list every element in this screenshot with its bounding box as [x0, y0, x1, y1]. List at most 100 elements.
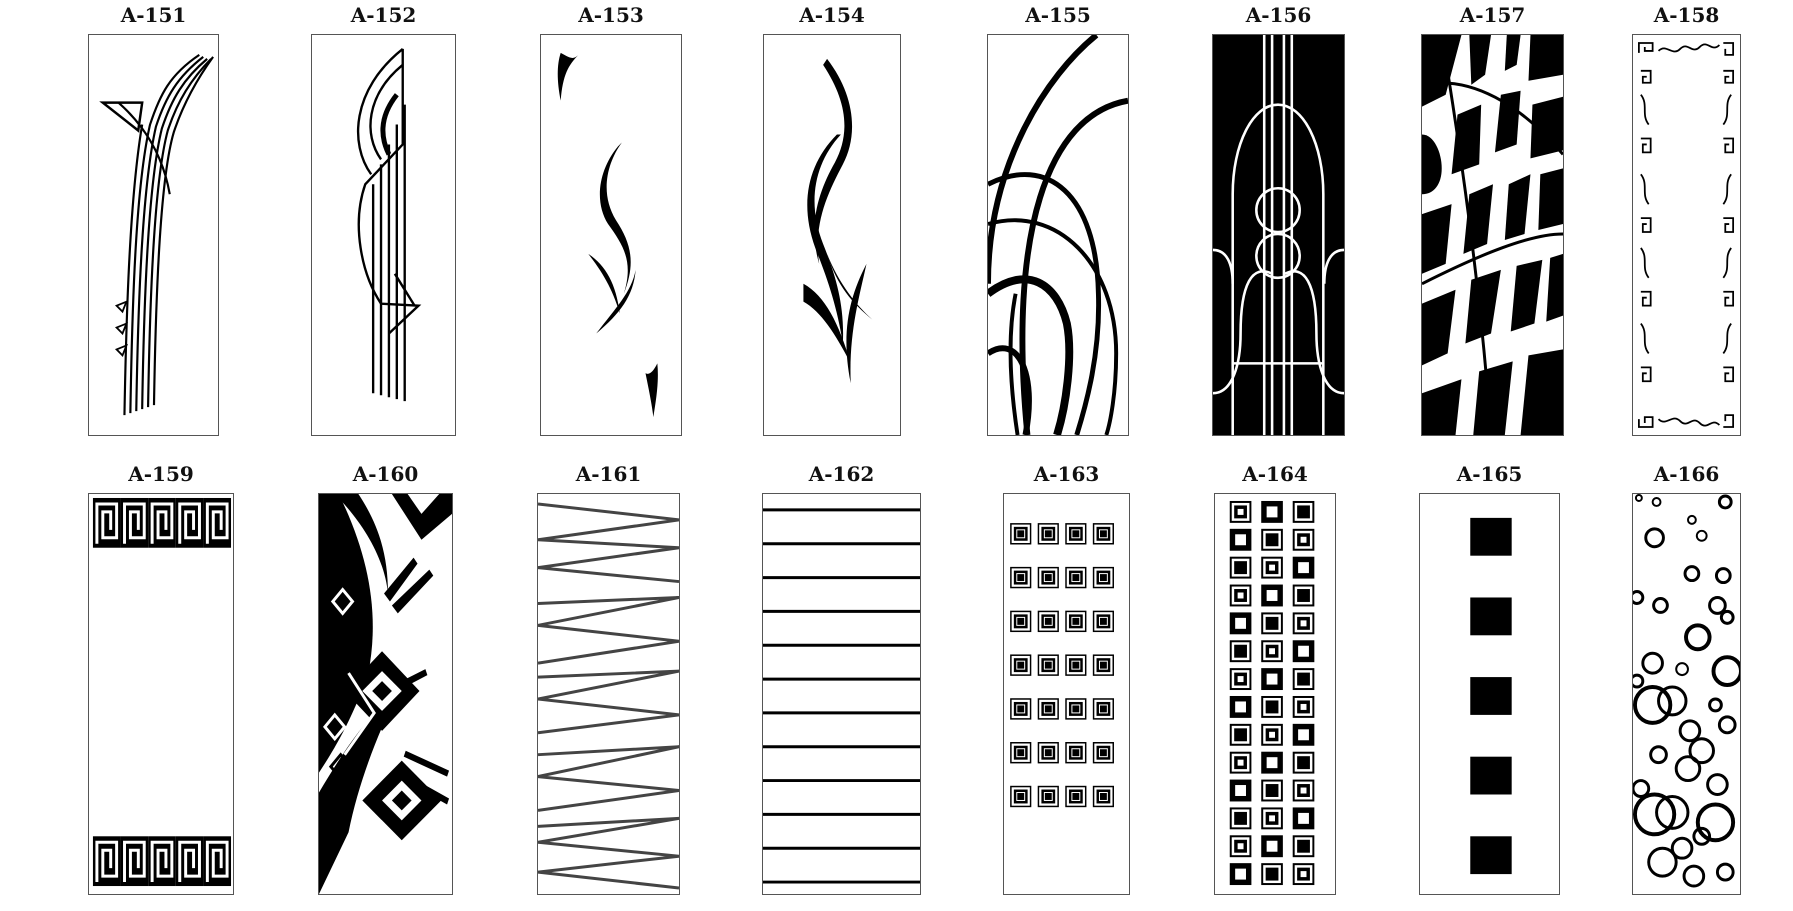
nested-square: [1261, 723, 1283, 746]
panel-label: A-165: [1456, 462, 1523, 486]
panel-card-a156[interactable]: A-156: [1212, 4, 1345, 436]
panel-card-a153[interactable]: A-153: [540, 4, 682, 436]
grid-square: [1065, 654, 1087, 676]
panel-label: A-164: [1242, 462, 1308, 486]
panel-card-a158[interactable]: A-158: [1632, 4, 1741, 436]
grid-square: [1010, 785, 1032, 808]
panel-image[interactable]: [1003, 493, 1130, 895]
nested-square: [1261, 640, 1283, 663]
panel-image[interactable]: [763, 34, 901, 436]
panel-image[interactable]: [88, 493, 234, 895]
grid-square: [1010, 698, 1032, 720]
grid-square: [1037, 566, 1059, 589]
panel-card-a160[interactable]: A-160: [318, 463, 453, 895]
panel-image[interactable]: [88, 34, 219, 436]
panel-image[interactable]: [1214, 493, 1336, 895]
panel-image[interactable]: [1421, 34, 1564, 436]
pin-stripes-pattern: [356, 47, 422, 402]
panel-image[interactable]: [1212, 34, 1345, 436]
panel-card-a163[interactable]: A-163: [1003, 463, 1130, 895]
nested-square: [1229, 500, 1252, 523]
grid-square: [1010, 523, 1032, 545]
panel-image[interactable]: [1632, 34, 1741, 436]
panel-image[interactable]: [1419, 493, 1560, 895]
panel-card-a165[interactable]: A-165: [1419, 463, 1560, 895]
nested-square: [1292, 668, 1315, 691]
grid-square: [1065, 566, 1087, 589]
grid-square: [1010, 654, 1032, 676]
nested-square: [1261, 668, 1283, 691]
grid-square: [1092, 566, 1114, 589]
grid-square: [1037, 742, 1059, 764]
panel-image[interactable]: [537, 493, 680, 895]
nested-square: [1229, 863, 1252, 886]
nested-square: [1292, 807, 1315, 830]
nested-square: [1261, 835, 1283, 858]
grid-square: [1065, 698, 1087, 720]
nested-square: [1229, 779, 1252, 802]
panel-label: A-157: [1459, 3, 1526, 27]
grid-square: [1092, 785, 1114, 808]
grid-square: [1092, 654, 1114, 676]
nested-square: [1229, 723, 1252, 746]
panel-card-a151[interactable]: A-151: [88, 4, 219, 436]
nested-square: [1292, 528, 1315, 551]
panel-label: A-152: [350, 3, 417, 27]
greek-key-top-band: [91, 496, 233, 550]
panel-label: A-154: [799, 3, 865, 27]
nested-square: [1261, 751, 1283, 774]
panel-card-a155[interactable]: A-155: [987, 4, 1129, 436]
grid-square: [1010, 610, 1032, 633]
calligraphic-strokes-pattern: [557, 52, 658, 418]
panel-image[interactable]: [1632, 493, 1741, 895]
nested-square: [1229, 807, 1252, 830]
panel-image[interactable]: [762, 493, 921, 895]
panel-label: A-160: [352, 462, 419, 486]
diamonds-wedges-pattern: [319, 494, 452, 894]
nested-square: [1229, 612, 1252, 635]
nested-square: [1261, 807, 1283, 830]
grid-square: [1037, 610, 1059, 633]
panel-label: A-166: [1653, 462, 1720, 486]
square-grid-pattern: [1010, 523, 1114, 808]
grid-square: [1092, 523, 1114, 545]
panel-label: A-159: [128, 462, 194, 486]
panel-label: A-161: [575, 462, 642, 486]
fan-lines-pattern: [99, 53, 214, 416]
panel-card-a166[interactable]: A-166: [1632, 463, 1741, 895]
panel-image[interactable]: [318, 493, 453, 895]
nested-square: [1261, 695, 1283, 718]
nested-square: [1292, 863, 1315, 886]
nested-square: [1229, 584, 1252, 607]
panel-card-a157[interactable]: A-157: [1421, 4, 1564, 436]
grid-square: [1092, 742, 1114, 764]
panel-card-a152[interactable]: A-152: [311, 4, 456, 436]
panel-image[interactable]: [311, 34, 456, 436]
nested-square: [1261, 779, 1283, 802]
white-arches-pattern: [1213, 35, 1344, 435]
panel-card-a159[interactable]: A-159: [88, 463, 234, 895]
nested-square: [1292, 751, 1315, 774]
grid-square: [1065, 523, 1087, 545]
panel-label: A-162: [808, 462, 875, 486]
panel-image[interactable]: [987, 34, 1129, 436]
nested-square: [1261, 612, 1283, 635]
nested-square: [1229, 640, 1252, 663]
panel-card-a154[interactable]: A-154: [763, 4, 901, 436]
panel-label: A-155: [1025, 3, 1091, 27]
panel-image[interactable]: [540, 34, 682, 436]
panel-card-a162[interactable]: A-162: [762, 463, 921, 895]
horizontal-stripes-pattern: [763, 508, 920, 884]
grid-square: [1065, 785, 1087, 808]
warped-checker-pattern: [1422, 35, 1563, 435]
nested-square: [1292, 584, 1315, 607]
panel-card-a164[interactable]: A-164: [1214, 463, 1336, 895]
nested-square: [1292, 835, 1315, 858]
nested-square: [1229, 668, 1252, 691]
panel-card-a161[interactable]: A-161: [537, 463, 680, 895]
scattered-circles-pattern: [1633, 494, 1740, 888]
grid-square: [1092, 610, 1114, 633]
grid-square: [1037, 523, 1059, 545]
panel-label: A-156: [1245, 3, 1312, 27]
nested-square: [1292, 779, 1315, 802]
